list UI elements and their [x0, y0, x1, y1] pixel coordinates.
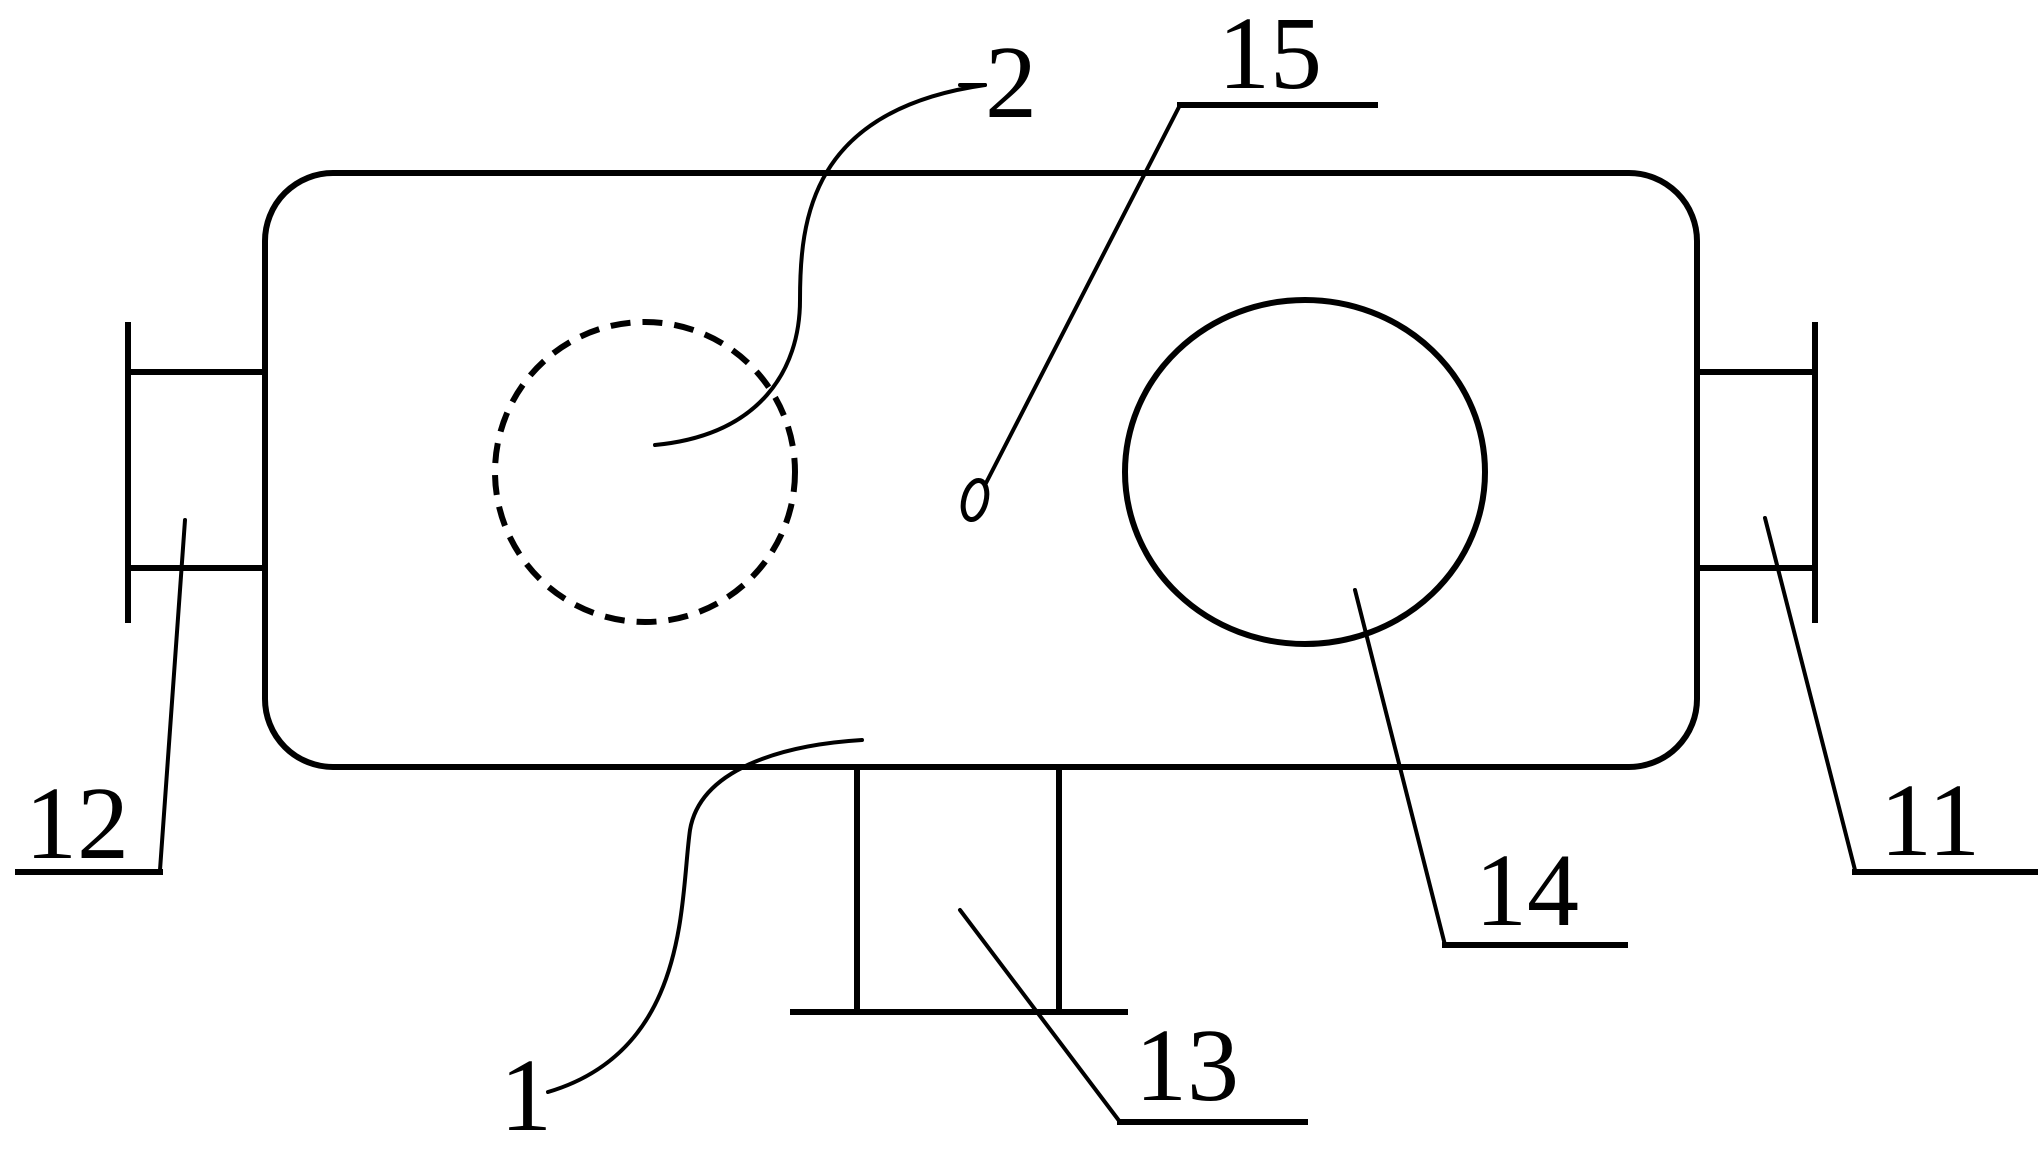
label-13: 13 [1135, 1008, 1239, 1123]
leader-14 [1353, 588, 1447, 947]
left-port [125, 322, 268, 623]
leader-2 [653, 83, 987, 447]
solid-circle [1122, 297, 1488, 647]
leader-13 [958, 908, 1122, 1124]
leader-1 [546, 738, 864, 1094]
hidden-circle [492, 319, 798, 625]
leader-12 [158, 518, 187, 872]
label-14: 14 [1475, 833, 1579, 948]
leader-15 [983, 103, 1182, 487]
main-housing [262, 170, 1700, 770]
bottom-port [790, 764, 1128, 1015]
label-1: 1 [500, 1038, 552, 1152]
label-2: 2 [985, 25, 1037, 140]
leader-11 [1763, 516, 1857, 872]
small-hole [960, 477, 990, 523]
label-11: 11 [1880, 763, 1980, 878]
label-12: 12 [25, 766, 129, 881]
label-15: 15 [1218, 0, 1322, 111]
right-port [1694, 322, 1818, 623]
